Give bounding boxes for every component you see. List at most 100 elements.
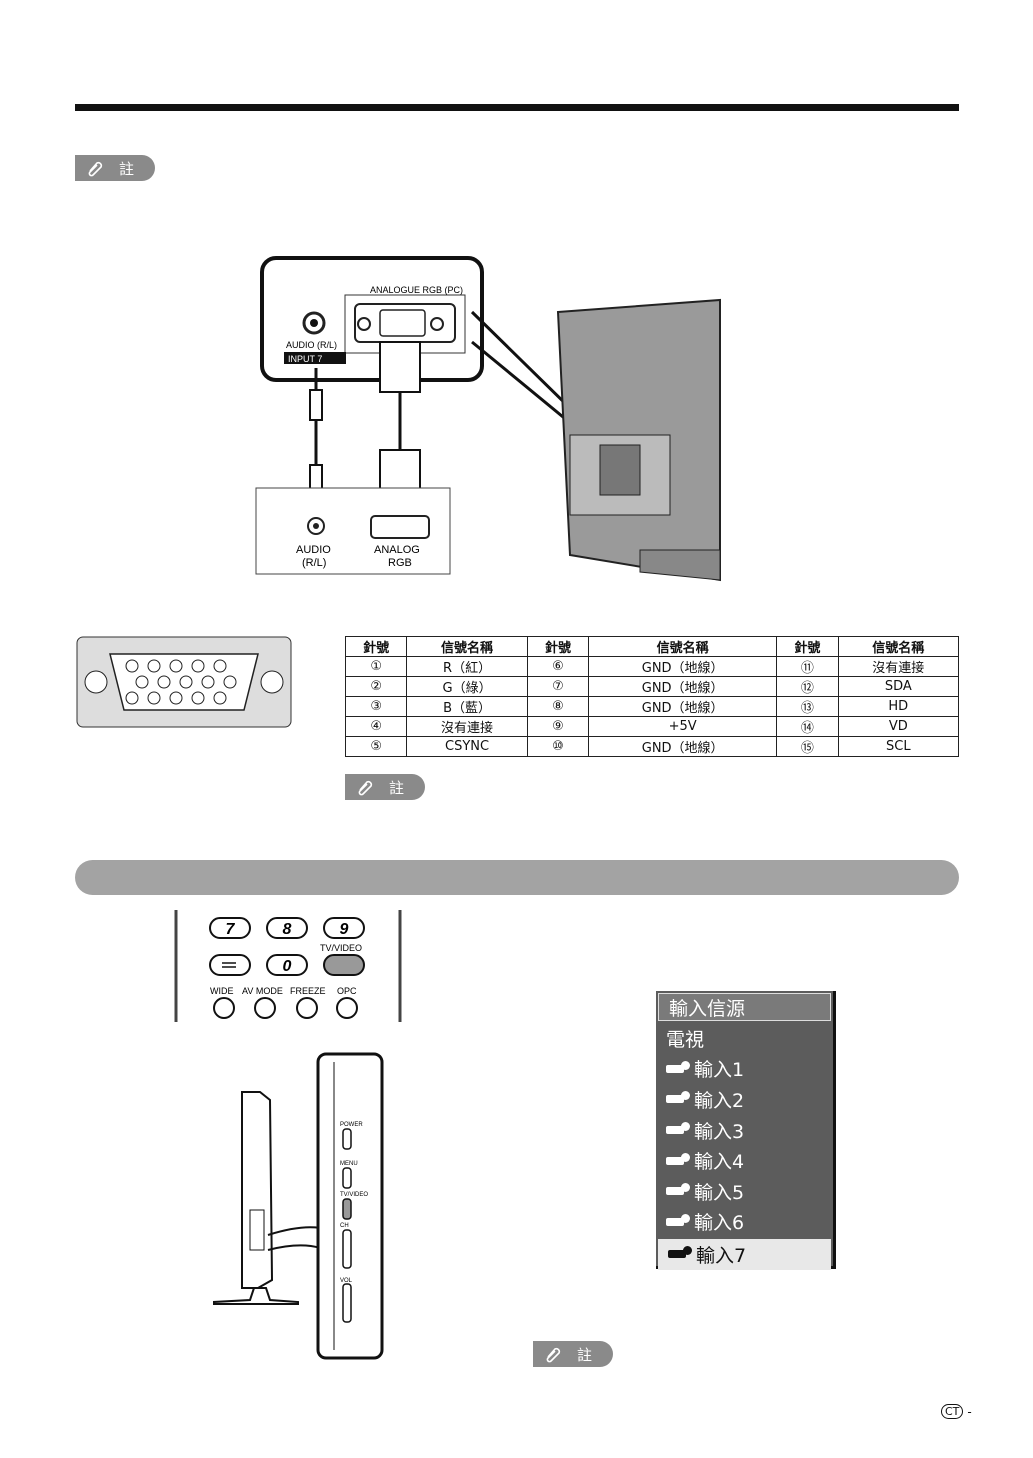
col-header: 信號名稱 <box>837 636 960 657</box>
svg-text:POWER: POWER <box>340 1122 363 1128</box>
vol-button <box>342 1283 352 1323</box>
table-cell: 沒有連接 <box>406 716 528 737</box>
flashback-key <box>209 954 251 976</box>
table-cell: ⑦ <box>526 676 590 697</box>
paperclip-icon <box>358 780 373 796</box>
table-cell: SDA <box>837 676 960 697</box>
table-cell: ⑬ <box>776 696 839 717</box>
table-cell: CSYNC <box>406 736 528 757</box>
table-cell: ④ <box>344 716 408 737</box>
input-source-menu: 輸入信源 電視 輸入1 輸入2 輸入3 輸入4 輸入5 輸入6 輸入7 <box>656 991 836 1270</box>
col-header: 信號名稱 <box>406 636 528 657</box>
table-cell: ⑥ <box>526 656 590 677</box>
page-dash: - <box>967 1404 972 1419</box>
remote-control-diagram: 7 8 9 0 TV/VIDEO WIDE AV MODE FREEZE OPC <box>174 910 402 1022</box>
key-7 <box>209 917 251 939</box>
table-cell: HD <box>837 696 960 717</box>
table-cell: ⑨ <box>526 716 590 737</box>
menu-item-input-7[interactable]: 輸入7 <box>658 1239 831 1270</box>
tv-video-key <box>323 954 365 976</box>
table-cell: ⑤ <box>344 736 408 757</box>
svg-text:CH: CH <box>340 1223 349 1229</box>
svg-text:(R/L): (R/L) <box>302 557 326 569</box>
table-header-row: 針號 信號名稱 針號 信號名稱 針號 信號名稱 <box>344 636 960 657</box>
svg-text:9: 9 <box>340 921 349 938</box>
plug-icon <box>666 1060 690 1073</box>
key-8 <box>266 917 308 939</box>
menu-item-input-3[interactable]: 輸入3 <box>656 1115 833 1146</box>
table-cell: G（綠） <box>406 676 528 697</box>
plug-icon <box>668 1246 692 1259</box>
note-tag: 註 <box>345 774 425 800</box>
menu-item-input-5[interactable]: 輸入5 <box>656 1176 833 1207</box>
audio-port-label: AUDIO (R/L) <box>286 340 337 350</box>
col-header: 針號 <box>344 636 408 657</box>
plug-icon <box>666 1183 690 1196</box>
svg-text:TV/VIDEO: TV/VIDEO <box>340 1192 368 1198</box>
table-cell: GND（地線） <box>588 736 778 757</box>
svg-text:0: 0 <box>283 958 292 975</box>
table-cell: ② <box>344 676 408 697</box>
power-button <box>342 1128 352 1150</box>
svg-text:MENU: MENU <box>340 1161 358 1167</box>
plug-icon <box>666 1152 690 1165</box>
svg-text:OPC: OPC <box>337 986 357 996</box>
menu-button <box>342 1167 352 1189</box>
table-cell: ⑫ <box>776 676 839 697</box>
note-label: 註 <box>389 778 405 797</box>
panel-title: ANALOGUE RGB (PC) <box>370 285 463 295</box>
note-tag: 註 <box>75 155 155 181</box>
menu-title: 輸入信源 <box>658 993 831 1021</box>
table-cell: +5V <box>588 716 778 737</box>
language-badge: CT <box>941 1404 964 1419</box>
svg-text:7: 7 <box>226 921 236 938</box>
table-cell: ⑮ <box>776 736 839 757</box>
tv-video-button <box>342 1198 352 1220</box>
table-cell: ⑧ <box>526 696 590 717</box>
note-tag: 註 <box>533 1341 613 1367</box>
table-cell: GND（地線） <box>588 676 778 697</box>
menu-item-input-1[interactable]: 輸入1 <box>656 1054 833 1085</box>
table-cell: VD <box>837 716 960 737</box>
note-label: 註 <box>577 1345 593 1364</box>
menu-item-tv[interactable]: 電視 <box>666 1028 705 1051</box>
key-9 <box>323 917 365 939</box>
section-heading-bar <box>75 860 959 895</box>
note-label: 註 <box>119 159 135 178</box>
table-cell: SCL <box>837 736 960 757</box>
key-0 <box>266 954 308 976</box>
svg-text:AV MODE: AV MODE <box>242 986 283 996</box>
plug-icon <box>666 1122 690 1135</box>
menu-item-input-6[interactable]: 輸入6 <box>656 1207 833 1238</box>
col-header: 信號名稱 <box>588 636 778 657</box>
plug-icon <box>666 1213 690 1226</box>
table-cell: ⑩ <box>526 736 590 757</box>
svg-text:FREEZE: FREEZE <box>290 986 326 996</box>
table-cell: 沒有連接 <box>837 656 960 677</box>
pc-audio-label: AUDIO <box>296 544 331 556</box>
input-label: INPUT 7 <box>288 354 322 364</box>
table-cell: B（藍） <box>406 696 528 717</box>
paperclip-icon <box>88 161 103 177</box>
tv-side-diagram: POWER MENU TV/VIDEO CH VOL <box>213 1052 384 1360</box>
table-cell: GND（地線） <box>588 696 778 717</box>
rgb-port <box>379 309 426 337</box>
dsub-connector-face <box>76 636 292 728</box>
tv-video-label: TV/VIDEO <box>320 943 362 953</box>
connection-diagram: ANALOGUE RGB (PC) AUDIO (R/L) INPUT 7 AU… <box>255 256 721 582</box>
menu-item-input-4[interactable]: 輸入4 <box>656 1145 833 1176</box>
page-language-mark: CT - <box>941 1404 972 1419</box>
pc-rgb-label: ANALOG <box>374 544 420 556</box>
menu-item-input-2[interactable]: 輸入2 <box>656 1084 833 1115</box>
col-header: 針號 <box>526 636 590 657</box>
plug-icon <box>666 1091 690 1104</box>
table-cell: ⑪ <box>776 656 839 677</box>
header-rule <box>75 104 959 111</box>
table-cell: ⑭ <box>776 716 839 737</box>
